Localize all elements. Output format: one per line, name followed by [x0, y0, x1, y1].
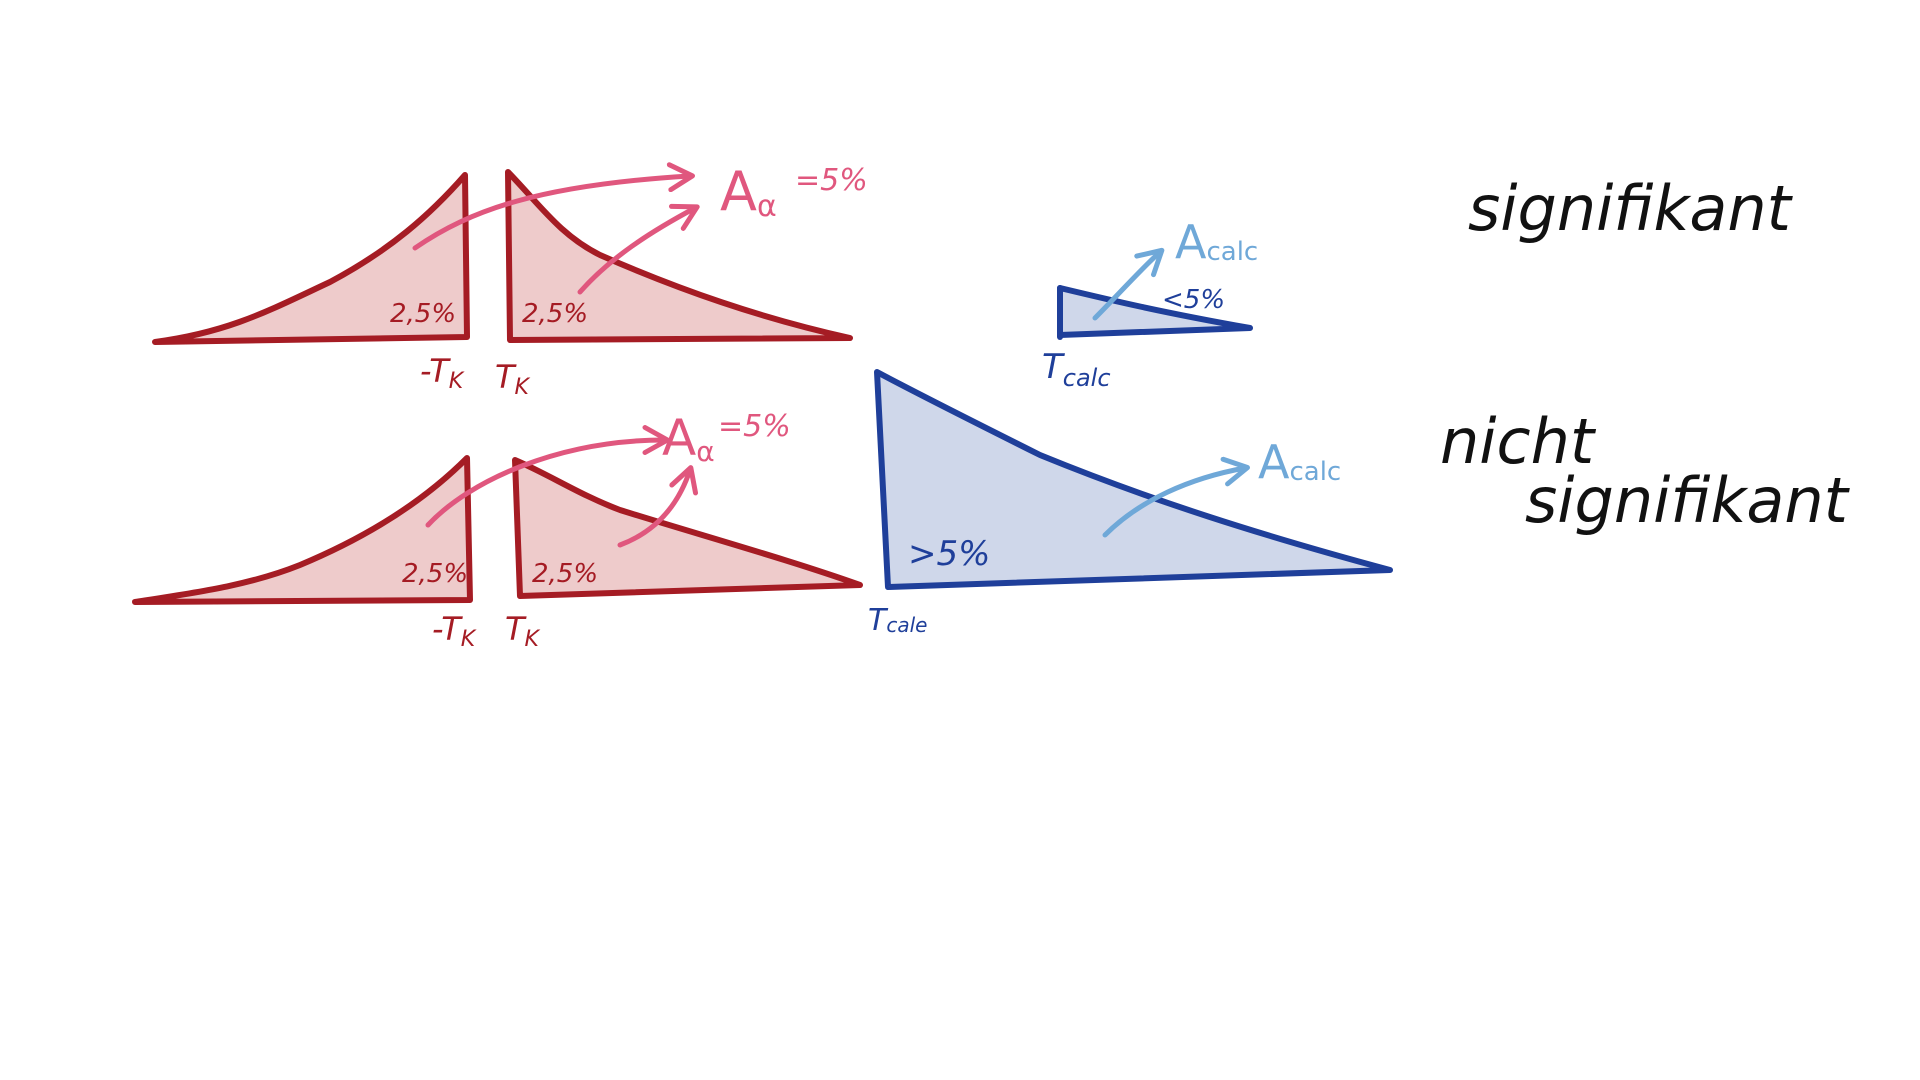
- tail-left-percent-2: 2,5%: [402, 559, 468, 589]
- verdict-not-line2: signifikant: [1525, 464, 1851, 537]
- alpha-area-label-2: Aα: [662, 409, 715, 468]
- crit-left-label: -TK: [420, 352, 465, 394]
- calc-percent-large: >5%: [908, 534, 990, 574]
- calc-value-label-large: Tcale: [868, 603, 927, 638]
- calc-area-label-large: Acalc: [1258, 435, 1341, 489]
- tail-left-percent: 2,5%: [390, 299, 456, 329]
- alpha-arrow-right-2: [617, 465, 699, 548]
- row-significant: 2,5% 2,5% -TK TK Aα =5% Acalc <5% Tcalc …: [152, 160, 1794, 400]
- crit-left-label-2: -TK: [432, 610, 477, 652]
- calc-region-small: [1057, 285, 1253, 338]
- calc-arrow-small: [1092, 247, 1165, 321]
- tail-right-percent-2: 2,5%: [532, 559, 598, 589]
- calc-region-large: [874, 369, 1393, 590]
- right-critical-region: [505, 169, 853, 343]
- calc-value-label-small: Tcalc: [1042, 347, 1111, 392]
- left-critical-region-2: [132, 455, 473, 605]
- calc-area-label-small: Acalc: [1175, 215, 1258, 269]
- alpha-value: =5%: [795, 163, 868, 198]
- left-critical-region: [152, 172, 470, 345]
- alpha-area-label: Aα: [720, 160, 777, 224]
- verdict-significant: signifikant: [1468, 172, 1794, 245]
- alpha-value-2: =5%: [718, 409, 791, 444]
- calc-percent-small: <5%: [1162, 285, 1225, 315]
- row-not-significant: 2,5% 2,5% -TK TK Aα =5% Acalc >5% Tcale …: [132, 369, 1851, 652]
- alpha-arrow-left: [412, 162, 695, 251]
- verdict-not-line1: nicht: [1440, 405, 1597, 478]
- crit-right-label: TK: [495, 358, 531, 400]
- alpha-arrow-right: [577, 203, 700, 295]
- tail-right-percent: 2,5%: [522, 299, 588, 329]
- crit-right-label-2: TK: [505, 610, 541, 652]
- alpha-arrow-left-2: [425, 425, 670, 528]
- calc-arrow-large: [1102, 456, 1250, 538]
